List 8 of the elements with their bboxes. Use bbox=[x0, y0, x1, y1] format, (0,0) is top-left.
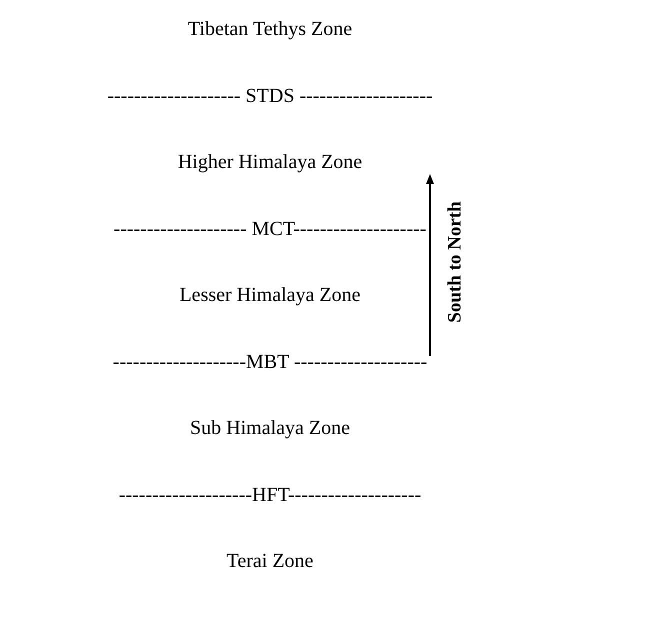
fault-line-label: -------------------- STDS -------------------- bbox=[106, 84, 434, 108]
direction-label: South to North bbox=[444, 201, 466, 323]
zone-label: Terai Zone bbox=[226, 550, 314, 573]
zone-label: Higher Himalaya Zone bbox=[176, 151, 364, 174]
zone-label: Tibetan Tethys Zone bbox=[186, 18, 354, 41]
zone-label: Sub Himalaya Zone bbox=[189, 417, 351, 440]
fault-line-label: --------------------MBT -------------------- bbox=[112, 350, 428, 374]
fault-line-label: --------------------HFT-------------------- bbox=[118, 484, 422, 506]
